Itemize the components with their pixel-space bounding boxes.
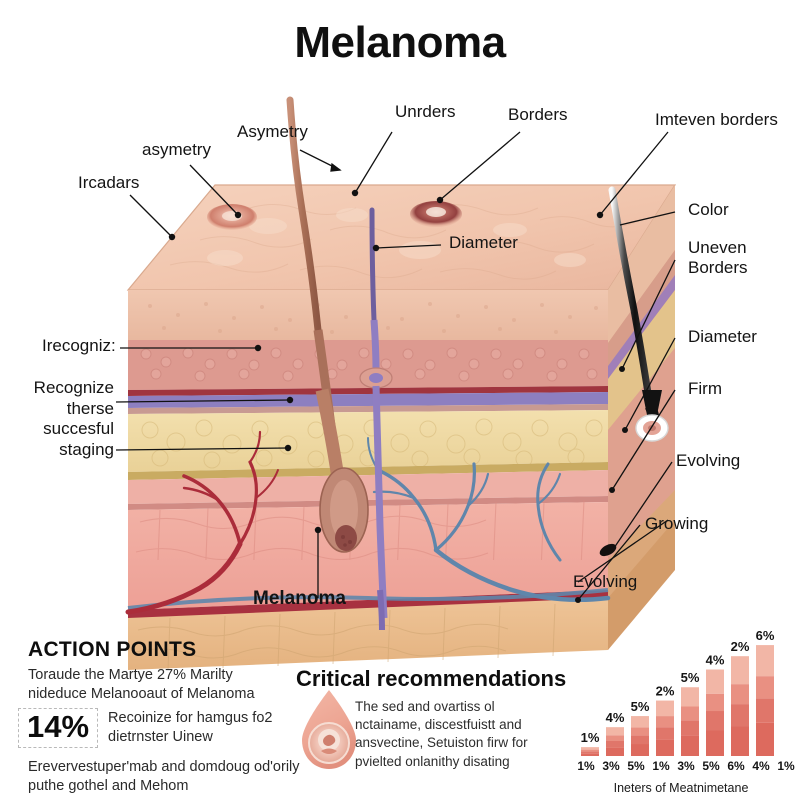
label-color: Color [688, 200, 729, 219]
bar-segment [581, 753, 599, 756]
bar-segment [631, 735, 649, 745]
bar-segment [731, 726, 749, 756]
x-axis-title: Ineters of Meatnimetane [614, 781, 749, 795]
x-tick-label: 1% [777, 759, 795, 773]
label-asymetry-lower: asymetry [142, 140, 211, 159]
bottom-summary-band: ACTION POINTS Toraude the Martye 27% Mar… [0, 630, 800, 800]
bar-segment [656, 739, 674, 756]
x-tick-label: 1% [652, 759, 670, 773]
label-ircadars: Ircadars [78, 173, 140, 192]
leader-lines [115, 131, 676, 603]
bar-value-labels-layer: 1% 4% 5% 2% 5% 4% 2% 6% [581, 628, 775, 745]
bar-segment [681, 720, 699, 736]
skin-block-illustration [115, 96, 677, 671]
bar-value-label: 1% [581, 730, 600, 745]
bar-value-label: 5% [631, 699, 650, 714]
hair-follicle-brown [286, 96, 369, 553]
bar-segment [631, 744, 649, 756]
bar-segment [681, 687, 699, 707]
bar-segment [631, 727, 649, 736]
bar-value-label: 4% [606, 710, 625, 725]
x-tick-label: 3% [677, 759, 695, 773]
action-points-footer: Erevervestuper'mab and domdoug od'orily … [28, 759, 300, 794]
lesion-left [207, 204, 257, 230]
bar-segment [681, 735, 699, 756]
label-evolving-low: Evolving [573, 572, 638, 591]
action-points-stat-value: 14% [18, 708, 99, 748]
hair-follicle-dark [608, 186, 669, 442]
bar-segment [731, 684, 749, 705]
bar-value-label: 2% [731, 639, 750, 654]
x-tick-label: 5% [702, 759, 720, 773]
page-title: Melanoma [294, 18, 506, 67]
bar-value-label: 5% [681, 670, 700, 685]
x-tick-label: 6% [727, 759, 745, 773]
skin-layers-front [127, 290, 609, 620]
action-points-subtext: Toraude the Martye 27% Marilty nideduce … [28, 667, 255, 702]
x-tick-labels-layer: 1% 3% 5% 1% 3% 5% 6% 4% 1% [577, 759, 795, 773]
bar-segment [706, 711, 724, 731]
x-tick-label: 5% [627, 759, 645, 773]
bar-segment [756, 698, 774, 723]
label-uneven-borders: Uneven Borders [688, 238, 748, 277]
bar-segment [731, 656, 749, 685]
melanoma-rate-bar-chart: 1%4%5%2%5%4%2%6% 1%3%5%1%3%5%6%4%1% Inet… [565, 618, 797, 796]
recommendations-body: The sed and ovartiss ol nctainame, disce… [355, 699, 528, 769]
bar-value-label: 4% [706, 652, 725, 667]
label-recognize-block: Recognize therse succesful staging [33, 378, 114, 460]
bar-segment [656, 716, 674, 728]
lesion-right [410, 201, 462, 227]
bar-segment [656, 727, 674, 740]
skin-top-surface [126, 184, 677, 291]
label-firm: Firm [688, 379, 722, 398]
bar-segment [706, 693, 724, 712]
bar-segment [681, 706, 699, 721]
label-asymetry-top: Asymetry [237, 122, 308, 141]
bar-segment [706, 730, 724, 756]
bar-segment [581, 751, 599, 754]
bar-segment [581, 749, 599, 752]
bar-segment [631, 716, 649, 728]
label-diameter-right: Diameter [688, 327, 757, 346]
label-borders: Borders [508, 105, 568, 124]
x-tick-label: 1% [577, 759, 595, 773]
action-points-stat-row: 14% Recoinize for hamgus fo2 dietrnster … [18, 708, 293, 748]
skin-cross-section-diagram: Asymetry Unrders Borders Imteven borders… [0, 90, 800, 671]
label-irecogniz: Irecogniz: [42, 336, 116, 355]
bar-segment [656, 700, 674, 717]
bar-segment [581, 747, 599, 750]
label-melanoma: Melanoma [253, 588, 346, 609]
x-tick-label: 3% [602, 759, 620, 773]
bar-segment [606, 747, 624, 756]
bar-segment [606, 727, 624, 736]
bar-segment [756, 722, 774, 756]
skin-hypodermis-base [128, 520, 675, 671]
action-points-stat-note: Recoinize for hamgus fo2 dietrnster Uine… [108, 710, 273, 745]
bar-segment [756, 676, 774, 699]
bar-value-label: 2% [656, 684, 675, 699]
label-growing: Growing [645, 514, 709, 533]
artery-network [125, 430, 279, 615]
x-tick-label: 4% [752, 759, 770, 773]
label-unrders: Unrders [395, 102, 456, 121]
bars-layer [581, 645, 774, 756]
hair-follicle-purple [359, 207, 393, 631]
bar-segment [706, 669, 724, 694]
bar-segment [756, 645, 774, 677]
label-evolving-right: Evolving [676, 451, 741, 470]
bar-segment [731, 704, 749, 727]
action-points-heading: ACTION POINTS [28, 638, 197, 661]
bar-chart-svg: 1%4%5%2%5%4%2%6% 1%3%5%1%3%5%6%4%1% Inet… [577, 628, 795, 795]
bar-segment [606, 735, 624, 742]
melanoma-lesion-marker [599, 543, 617, 557]
bar-segment [606, 741, 624, 748]
skin-right-side [608, 185, 675, 610]
bar-value-label: 6% [756, 628, 775, 643]
label-diameter-center: Diameter [449, 233, 518, 252]
recommendations-heading: Critical recommendations [296, 666, 567, 691]
teardrop-mole-icon [302, 690, 356, 769]
label-inteven-borders: Imteven borders [655, 110, 778, 129]
